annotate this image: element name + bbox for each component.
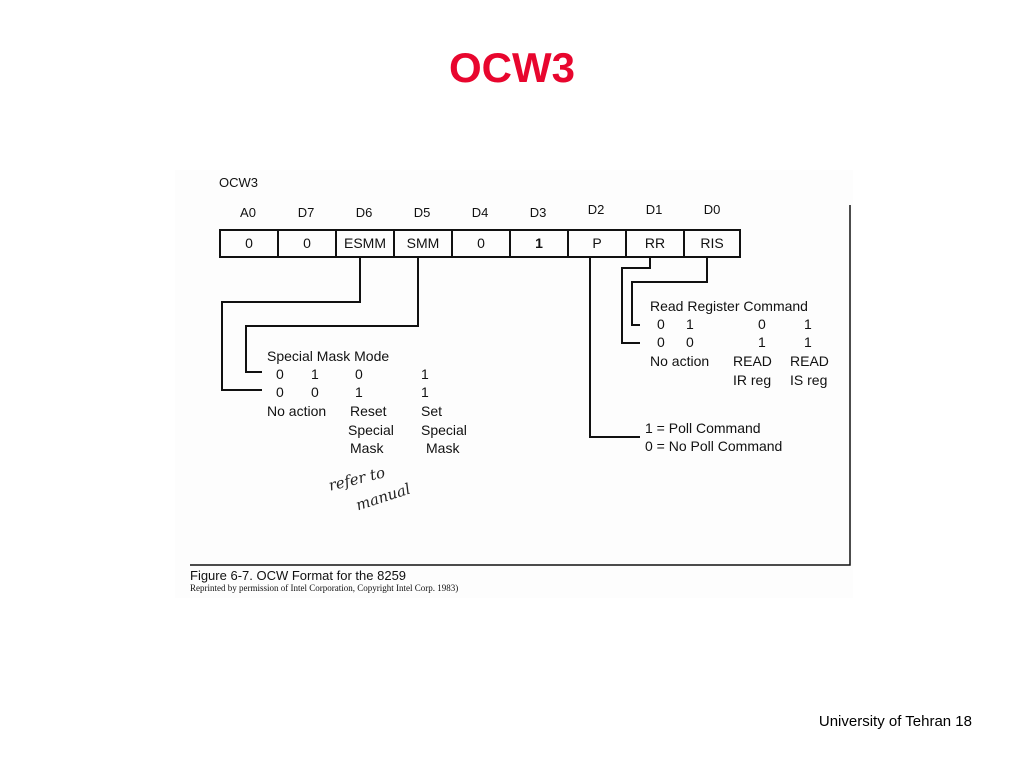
smm-value: 0: [276, 384, 284, 400]
figure-border: [190, 205, 851, 566]
smm-reset: Mask: [350, 440, 384, 456]
rr-connector: [621, 258, 651, 344]
rr-value: 0: [758, 316, 766, 332]
poll-command-1: 1 = Poll Command: [645, 420, 761, 436]
special-mask-title: Special Mask Mode: [267, 348, 390, 364]
rr-read-is: READ: [790, 353, 829, 369]
rr-no-action: No action: [650, 353, 710, 369]
rr-value: 0: [657, 334, 665, 350]
bit-label: D7: [297, 205, 315, 220]
rr-value: 0: [686, 334, 694, 350]
smm-value: 0: [276, 366, 284, 382]
figure-credit: Reprinted by permission of Intel Corpora…: [190, 583, 459, 593]
poll-connector: [589, 258, 640, 438]
smm-value: 1: [421, 366, 429, 382]
slide-title: OCW3: [449, 44, 575, 91]
bit-cell: 1: [509, 229, 567, 258]
rr-read-ir: READ: [733, 353, 772, 369]
bit-label: D2: [587, 202, 605, 217]
smm-connector: [245, 258, 419, 373]
smm-value: 0: [355, 366, 363, 382]
bit-label: D5: [413, 205, 431, 220]
smm-value: 1: [311, 366, 319, 382]
bit-cell: 0: [451, 229, 509, 258]
slide-footer: University of Tehran 18: [818, 713, 972, 730]
bit-cell: SMM: [393, 229, 451, 258]
rr-read-is: IS reg: [790, 372, 828, 388]
bit-cell: 0: [219, 229, 277, 258]
bit-label: D3: [529, 205, 547, 220]
bit-cell: RR: [625, 229, 683, 258]
bit-cell: ESMM: [335, 229, 393, 258]
smm-value: 0: [311, 384, 319, 400]
bit-label: D6: [355, 205, 373, 220]
smm-set: Set: [421, 403, 443, 419]
rr-value: 0: [657, 316, 665, 332]
rr-read-ir: IR reg: [733, 372, 772, 388]
ris-connector: [631, 258, 708, 326]
figure-heading: OCW3: [219, 175, 258, 190]
smm-value: 1: [421, 384, 429, 400]
bit-label: D0: [703, 202, 721, 217]
smm-set: Mask: [426, 440, 460, 456]
rr-value: 1: [804, 334, 812, 350]
bit-cell: 0: [277, 229, 335, 258]
bit-cell: P: [567, 229, 625, 258]
figure-caption: Figure 6-7. OCW Format for the 8259: [190, 568, 407, 583]
read-register-title: Read Register Command: [650, 298, 808, 314]
esmm-connector: [221, 258, 361, 391]
smm-value: 1: [355, 384, 363, 400]
poll-command-0: 0 = No Poll Command: [645, 438, 783, 454]
bit-label: D1: [645, 202, 663, 217]
smm-reset: Reset: [350, 403, 387, 419]
bit-label: A0: [240, 205, 256, 220]
smm-reset: Special: [348, 422, 394, 438]
bit-cell: RIS: [683, 229, 741, 258]
bit-label: D4: [471, 205, 489, 220]
rr-value: 1: [758, 334, 766, 350]
rr-value: 1: [686, 316, 694, 332]
rr-value: 1: [804, 316, 812, 332]
smm-no-action: No action: [267, 403, 327, 419]
smm-set: Special: [421, 422, 467, 438]
